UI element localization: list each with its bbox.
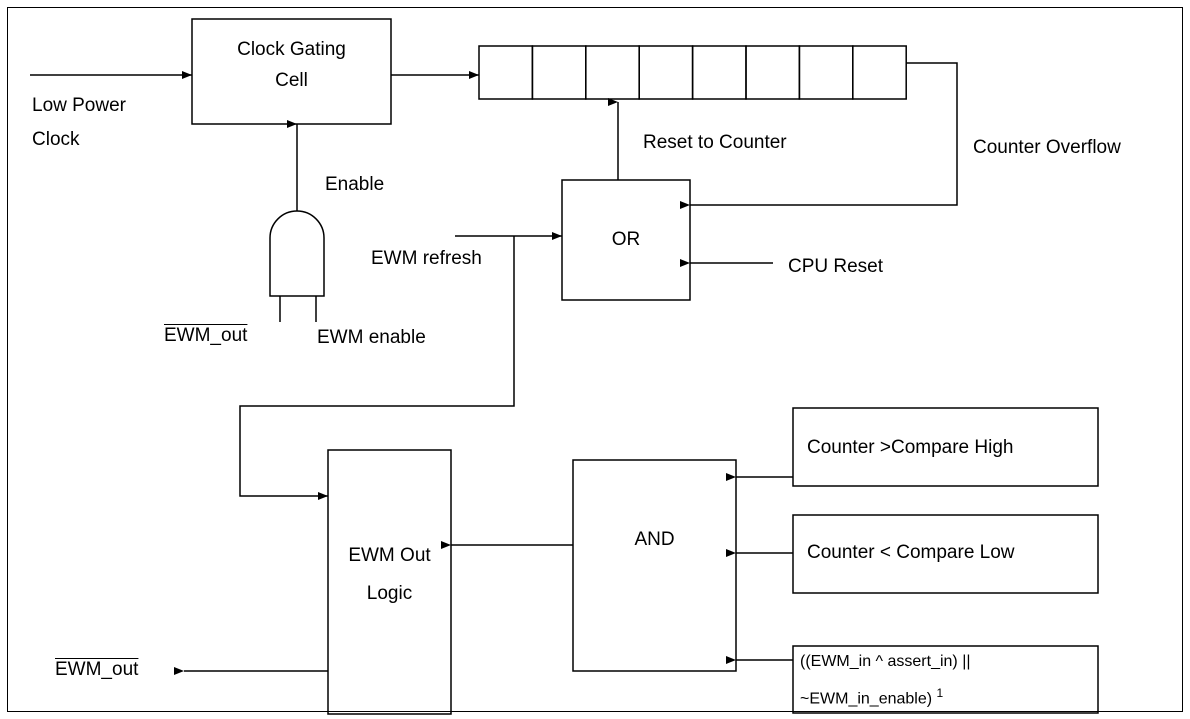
ewm-out-output-label: EWM_out (55, 659, 139, 680)
reset-to-counter-label: Reset to Counter (643, 132, 787, 153)
ewm-refresh-label: EWM refresh (371, 248, 482, 269)
compare-high-box (792, 407, 1099, 487)
compare-low-label: Counter < Compare Low (807, 542, 1015, 563)
and-box (572, 459, 737, 672)
ewm-in-label-1: ((EWM_in ^ assert_in) || (800, 653, 971, 670)
refresh-branch-arrow (239, 236, 515, 500)
counter-cell (798, 45, 854, 100)
compare-low-box (792, 514, 1099, 594)
clock-label: Clock (32, 129, 80, 150)
ewm-in-box (792, 645, 1099, 714)
cpu-reset-label: CPU Reset (788, 256, 884, 277)
footnote-marker: 1 (936, 686, 944, 700)
clock-gating-label-2: Cell (275, 70, 308, 91)
counter-cell (638, 45, 694, 100)
counter-cell (478, 45, 534, 100)
and-gate (269, 210, 325, 297)
or-label: OR (611, 229, 641, 250)
low-power-label: Low Power (32, 95, 126, 116)
ewm-out-logic-label-2: Logic (366, 583, 413, 604)
enable-label: Enable (325, 174, 385, 195)
counter-cell (691, 45, 747, 100)
ewm-out-logic-label-1: EWM Out (348, 545, 431, 566)
and-label: AND (634, 529, 675, 550)
or-box (561, 179, 691, 301)
counter-register (478, 45, 907, 100)
diagram-frame (7, 7, 1183, 712)
counter-cell (585, 45, 640, 100)
counter-cell (745, 45, 801, 100)
counter-cell (852, 45, 907, 100)
ewm-out-logic-box (327, 449, 452, 715)
ewm-enable-label: EWM enable (317, 327, 426, 348)
counter-cell (531, 45, 587, 100)
clock-gating-label-1: Clock Gating (237, 39, 346, 60)
ewm-out-bar-label: EWM_out (164, 325, 248, 346)
counter-overflow-label: Counter Overflow (973, 137, 1121, 158)
ewm-in-label-2: ~EWM_in_enable) 1 (800, 686, 944, 708)
compare-high-label: Counter >Compare High (807, 437, 1014, 458)
overflow-arrow (680, 62, 958, 209)
